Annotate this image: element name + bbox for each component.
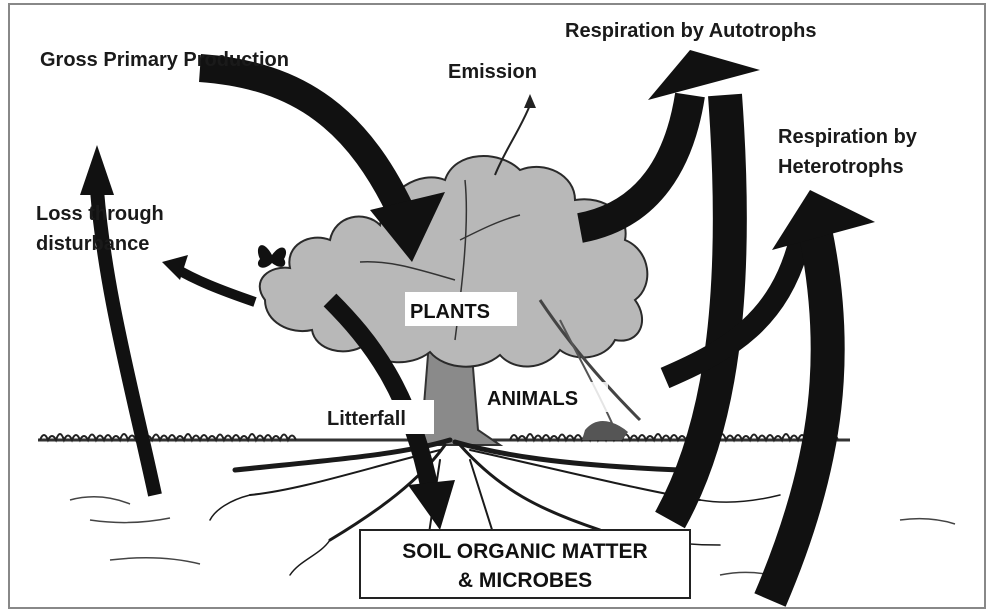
label-respiration-heterotrophs-line1: Respiration by [778, 126, 918, 148]
label-respiration-heterotrophs-line2: Heterotrophs [778, 156, 904, 178]
litterfall-label-box: Litterfall [322, 400, 434, 434]
label-animals: ANIMALS [487, 388, 578, 410]
label-loss-disturbance-line1: Loss through [36, 203, 164, 225]
label-emission: Emission [448, 61, 537, 83]
label-plants: PLANTS [410, 301, 490, 323]
label-soil-line1: SOIL ORGANIC MATTER [402, 540, 647, 563]
animals-label-box: ANIMALS [484, 382, 608, 412]
soil-organic-matter-box: SOIL ORGANIC MATTER & MICROBES [360, 530, 690, 598]
label-loss-disturbance-line2: disturbance [36, 233, 149, 255]
label-gross-primary-production: Gross Primary Production [40, 49, 289, 71]
plants-label-box: PLANTS [405, 292, 517, 326]
label-respiration-autotrophs: Respiration by Autotrophs [565, 20, 816, 42]
label-litterfall: Litterfall [327, 408, 406, 430]
label-soil-line2: & MICROBES [458, 569, 592, 592]
